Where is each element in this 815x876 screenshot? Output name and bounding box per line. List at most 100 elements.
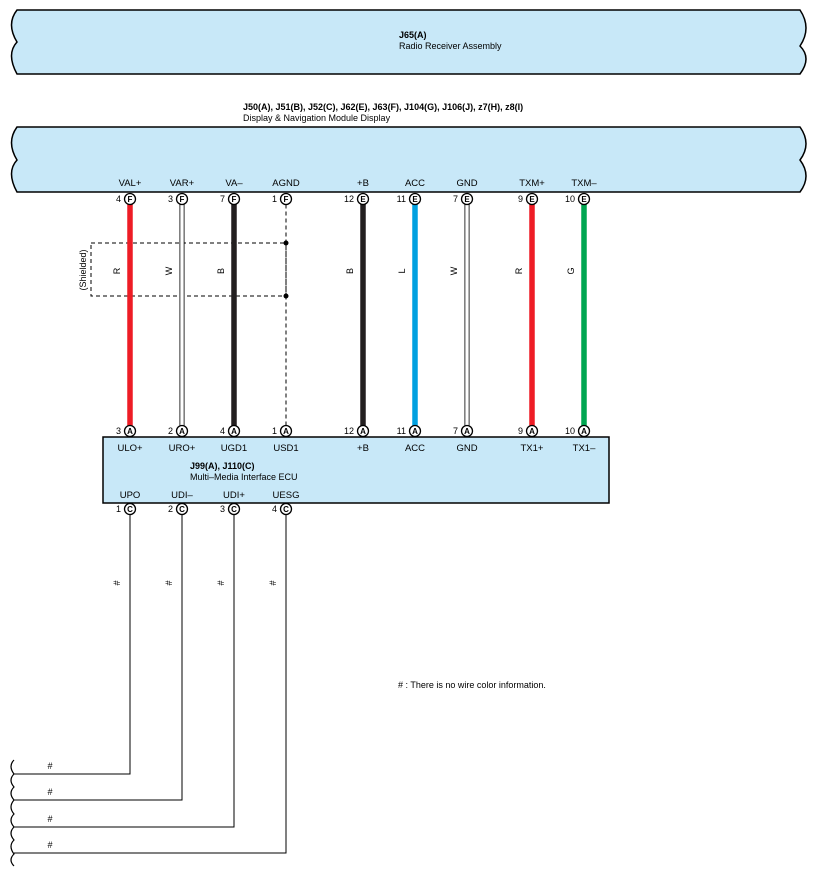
display-pin-0-number: 4	[116, 194, 121, 204]
radio-id: J65(A)	[399, 30, 427, 40]
ecu-top-pin-8-connector: A	[581, 427, 587, 436]
display-pin-2-connector: F	[232, 195, 237, 204]
display-pin-3-signal: AGND	[272, 178, 300, 189]
ecu-top-pin-6-connector: A	[464, 427, 470, 436]
ecu-bottom-pin-2-number: 3	[220, 504, 225, 514]
display-pin-7-number: 9	[518, 194, 523, 204]
wire-7-color-code: R	[514, 267, 524, 274]
display-pin-1-signal: VAR+	[170, 178, 195, 189]
ecu-top-pin-4-number: 12	[344, 426, 354, 436]
ecu-top-pin-7-connector: A	[529, 427, 535, 436]
display-pin-8-signal: TXM–	[571, 178, 597, 189]
display-pin-5-signal: ACC	[405, 178, 425, 189]
shield-label: (Shielded)	[78, 249, 88, 290]
no-color-note: # : There is no wire color information.	[398, 680, 546, 690]
display-pin-2-marker	[227, 192, 241, 206]
ecu-top-pin-1-signal: URO+	[169, 443, 196, 454]
display-pin-2-signal: VA–	[225, 178, 243, 189]
ecu-bottom-pin-3-number: 4	[272, 504, 277, 514]
ecu-bottom-wire-2-label: #	[216, 580, 226, 585]
display-pin-0-signal: VAL+	[119, 178, 142, 189]
wire-8-color-code: G	[566, 267, 576, 274]
ecu-bottom-pin-1-number: 2	[168, 504, 173, 514]
display-pin-6-marker	[460, 192, 474, 206]
display-pin-3-marker	[279, 192, 293, 206]
wire-6-color-code: W	[449, 266, 459, 275]
ecu-top-pin-3-signal: USD1	[273, 443, 298, 454]
ecu-top-pin-7-marker	[525, 424, 539, 438]
display-pin-7-signal: TXM+	[519, 178, 545, 189]
display-pin-6-connector: E	[464, 195, 470, 204]
ecu-top-pin-8-signal: TX1–	[573, 443, 596, 454]
ecu-box	[102, 436, 610, 504]
ecu-top-pin-5-connector: A	[412, 427, 418, 436]
ecu-bottom-pin-2-connector: C	[231, 505, 237, 514]
ecu-bottom-wire-1	[14, 514, 183, 801]
ecu-top-pin-8-number: 10	[565, 426, 575, 436]
display-pin-5-marker	[408, 192, 422, 206]
display-pin-1-marker	[175, 192, 189, 206]
ecu-top-pin-0-connector: A	[127, 427, 133, 436]
ecu-bottom-wire-1-label: #	[164, 580, 174, 585]
radio-name: Radio Receiver Assembly	[399, 41, 502, 51]
display-pin-3-number: 1	[272, 194, 277, 204]
display-pin-8-number: 10	[565, 194, 575, 204]
ecu-top-pin-1-marker	[175, 424, 189, 438]
display-pin-8-connector: E	[581, 195, 587, 204]
wire-5-color-code: L	[397, 268, 407, 273]
wire-4-color-code: B	[345, 268, 355, 274]
ecu-bottom-wire-3	[14, 514, 287, 854]
ecu-top-pin-2-marker	[227, 424, 241, 438]
display-pin-4-signal: +B	[357, 178, 369, 189]
ecu-top-pin-0-marker	[123, 424, 137, 438]
ecu-bottom-pin-0-signal: UPO	[120, 490, 141, 501]
ecu-name: Multi–Media Interface ECU	[190, 472, 298, 482]
ecu-bottom-pin-1-signal: UDI–	[171, 490, 193, 501]
ecu-top-pin-6-number: 7	[453, 426, 458, 436]
display-pin-3-connector: F	[284, 195, 289, 204]
ecu-top-pin-3-connector: A	[283, 427, 289, 436]
ecu-top-pin-6-marker	[460, 424, 474, 438]
ecu-top-pin-0-signal: ULO+	[117, 443, 143, 454]
display-module-box	[10, 126, 807, 193]
ecu-bottom-wire-3-label: #	[268, 580, 278, 585]
ecu-top-pin-5-marker	[408, 424, 422, 438]
wire-0-color-code: R	[112, 267, 122, 274]
ecu-id: J99(A), J110(C)	[190, 461, 255, 471]
ecu-bottom-pin-3-signal: UESG	[273, 490, 300, 501]
display-name: Display & Navigation Module Display	[243, 113, 391, 123]
ecu-top-pin-7-signal: TX1+	[521, 443, 544, 454]
ecu-top-pin-4-signal: +B	[357, 443, 369, 454]
display-pin-1-number: 3	[168, 194, 173, 204]
ecu-top-pin-6-signal: GND	[456, 443, 477, 454]
ecu-top-pin-1-number: 2	[168, 426, 173, 436]
ecu-bottom-pin-2-signal: UDI+	[223, 490, 245, 501]
display-pin-4-connector: E	[360, 195, 366, 204]
display-pin-2-number: 7	[220, 194, 225, 204]
ecu-bottom-pin-3-connector: C	[283, 505, 289, 514]
ecu-top-pin-4-marker	[356, 424, 370, 438]
ecu-bottom-pin-0-marker	[123, 502, 137, 516]
shield-box	[90, 242, 287, 297]
ecu-bottom-pin-2-marker	[227, 502, 241, 516]
display-pin-5-number: 11	[397, 194, 406, 204]
ecu-top-pin-8-marker	[577, 424, 591, 438]
ecu-top-pin-5-signal: ACC	[405, 443, 425, 454]
ecu-bottom-pin-0-number: 1	[116, 504, 121, 514]
ecu-top-pin-2-number: 4	[220, 426, 225, 436]
display-pin-8-marker	[577, 192, 591, 206]
ecu-top-pin-4-connector: A	[360, 427, 366, 436]
ecu-bottom-wire-2	[14, 514, 235, 828]
ecu-top-pin-1-connector: A	[179, 427, 185, 436]
display-pin-7-connector: E	[529, 195, 535, 204]
ecu-bottom-wire-0	[14, 514, 131, 775]
off-page-brace	[10, 759, 15, 867]
display-pin-5-connector: E	[412, 195, 418, 204]
ecu-top-pin-2-connector: A	[231, 427, 237, 436]
ecu-top-pin-3-marker	[279, 424, 293, 438]
radio-receiver-box	[10, 9, 807, 75]
wire-2-color-code: B	[216, 268, 226, 274]
ecu-bottom-pin-3-marker	[279, 502, 293, 516]
ecu-bottom-wire-0-label: #	[112, 580, 122, 585]
